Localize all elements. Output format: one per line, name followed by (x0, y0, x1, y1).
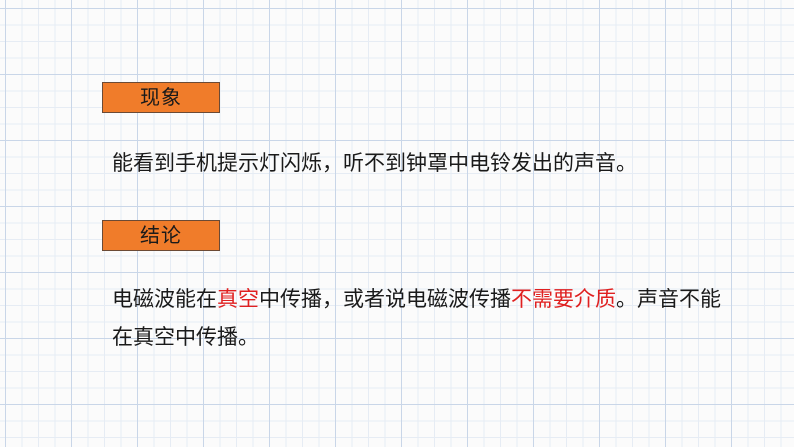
conclusion-text-part3: 。声音不能在真空中传播。 (112, 287, 721, 349)
conclusion-text-part1: 电磁波能在 (112, 287, 217, 311)
highlight-vacuum: 真空 (217, 287, 259, 311)
conclusion-tag: 结论 (102, 220, 220, 251)
conclusion-text-part2: 中传播，或者说电磁波传播 (259, 287, 511, 311)
highlight-no-medium: 不需要介质 (511, 287, 616, 311)
phenomenon-text: 能看到手机提示灯闪烁，听不到钟罩中电铃发出的声音。 (112, 151, 637, 175)
conclusion-text: 电磁波能在真空中传播，或者说电磁波传播不需要介质。声音不能在真空中传播。 (112, 280, 722, 356)
phenomenon-tag: 现象 (102, 82, 220, 113)
